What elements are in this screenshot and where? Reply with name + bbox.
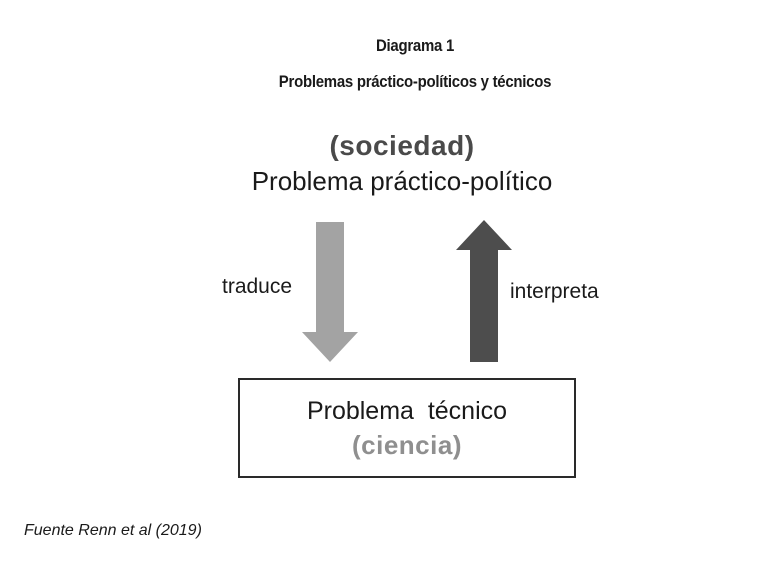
- practical-political-problem-label: Problema práctico-político: [251, 166, 553, 196]
- diagram-number: Diagrama 1: [375, 36, 455, 55]
- interprets-label: interpreta: [510, 280, 599, 303]
- diagram-title: Problemas práctico-políticos y técnicos: [278, 72, 552, 91]
- interprets-up-arrow-icon: [456, 220, 512, 362]
- technical-problem-label: Problema técnico: [306, 397, 508, 425]
- source-note: Fuente Renn et al (2019): [24, 522, 202, 539]
- technical-problem-box: Problema técnico (ciencia): [238, 378, 576, 478]
- science-label: (ciencia): [352, 430, 462, 460]
- society-label: (sociedad): [329, 130, 475, 161]
- translates-down-arrow-icon: [302, 222, 358, 362]
- translates-label: traduce: [222, 275, 293, 298]
